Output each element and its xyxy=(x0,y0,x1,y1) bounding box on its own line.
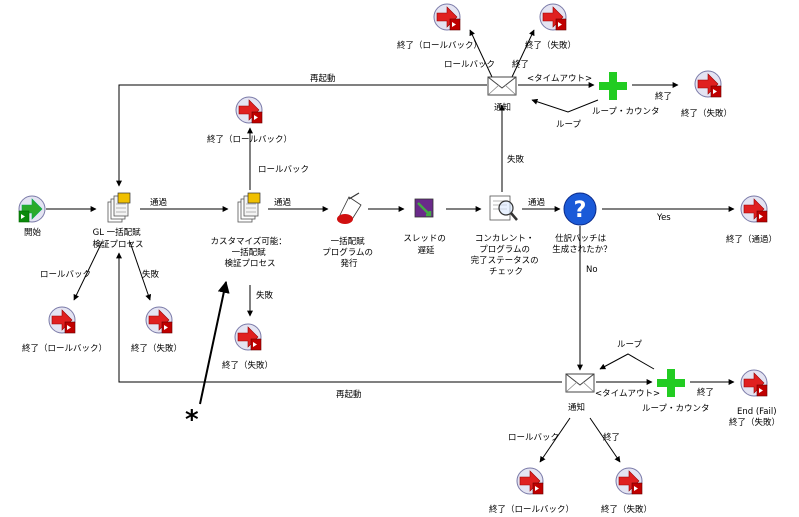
decision-node[interactable]: ? xyxy=(563,192,597,226)
end-bottom-right-node[interactable] xyxy=(740,369,768,397)
end-custom-rollback-label: 終了（ロールバック） xyxy=(207,134,292,145)
end-custom-fail-node[interactable] xyxy=(234,323,262,351)
end-top-rollback-node[interactable] xyxy=(433,3,461,31)
check-status-node[interactable] xyxy=(489,195,518,221)
notify-bottom-node[interactable] xyxy=(565,373,595,393)
end-top-fail-label: 終了（失敗） xyxy=(525,40,576,51)
end-bottom-fail-node[interactable] xyxy=(615,467,643,495)
edge-label-timeout-bottom: <タイムアウト> xyxy=(595,389,660,399)
end-left-rollback-node[interactable] xyxy=(48,306,76,334)
end-pass-node[interactable] xyxy=(740,195,768,223)
edge-label-loop-top: ループ xyxy=(556,120,581,130)
end-top-right-fail-node[interactable] xyxy=(694,70,722,98)
end-bottom-rollback-node[interactable] xyxy=(516,467,544,495)
notify-bottom-label: 通知 xyxy=(568,402,585,413)
end-bottom-fail-label: 終了（失敗） xyxy=(601,504,652,515)
edge-label-rollback-left: ロールバック xyxy=(40,270,91,280)
edge-label-pass-2: 通過 xyxy=(274,197,292,208)
edge-label-timeout-top: <タイムアウト> xyxy=(527,74,592,84)
edge-label-end-bottom: 終了 xyxy=(603,432,620,443)
end-bottom-rollback-label: 終了（ロールバック） xyxy=(489,504,574,515)
edge-label-fail-check: 失敗 xyxy=(507,154,525,165)
edge-label-rollback-top: ロールバック xyxy=(444,60,495,70)
decision-label: 仕訳バッチは 生成されたか？ xyxy=(552,233,612,255)
edge-label-rollback-bottom: ロールバック xyxy=(508,433,559,443)
edge-label-pass-3: 通過 xyxy=(528,197,546,208)
loop-counter-bottom-label: ループ・カウンタ xyxy=(642,404,710,414)
end-left-fail-label: 終了（失敗） xyxy=(131,343,182,354)
end-pass-label: 終了（通過） xyxy=(726,234,777,245)
edge-label-end-top-right: 終了 xyxy=(655,91,672,102)
wait-node[interactable] xyxy=(414,198,434,218)
loop-counter-bottom-node[interactable] xyxy=(657,369,685,397)
loop-counter-top-label: ループ・カウンタ xyxy=(592,107,660,117)
edge-label-no: No xyxy=(586,265,598,275)
submit-program-label: 一括配賦 プログラムの 発行 xyxy=(322,236,375,269)
edge-label-restart-top: 再起動 xyxy=(310,73,336,84)
edge-label-pass-1: 通過 xyxy=(150,197,168,208)
edge-label-yes: Yes xyxy=(656,213,671,223)
notify-top-label: 通知 xyxy=(494,102,511,113)
end-custom-rollback-node[interactable] xyxy=(235,96,263,124)
edge-label-fail-custom: 失敗 xyxy=(256,290,274,301)
check-status-label: コンカレント・ プログラムの 完了ステータスの チェック xyxy=(471,234,542,277)
asterisk-marker: * xyxy=(185,405,199,435)
end-bottom-right-en-label: End (Fail) xyxy=(737,407,777,417)
end-top-fail-node[interactable] xyxy=(539,3,567,31)
custom-process-node[interactable] xyxy=(237,192,261,223)
notify-top-node[interactable] xyxy=(487,76,517,96)
end-top-rollback-label: 終了（ロールバック） xyxy=(397,40,482,51)
edge-label-restart-bottom: 再起動 xyxy=(336,389,362,400)
submit-program-node[interactable] xyxy=(337,192,362,224)
connectors xyxy=(46,29,735,463)
end-custom-fail-label: 終了（失敗） xyxy=(222,360,273,371)
custom-process-label: カスタマイズ可能： 一括配賦 検証プロセス xyxy=(211,236,290,269)
edge-label-rollback-custom: ロールバック xyxy=(258,165,309,175)
start-node[interactable] xyxy=(18,195,46,223)
loop-counter-top-node[interactable] xyxy=(599,72,627,100)
end-left-rollback-label: 終了（ロールバック） xyxy=(22,343,107,354)
end-bottom-right-label: 終了（失敗） xyxy=(729,417,780,428)
question-mark-icon: ? xyxy=(574,198,587,223)
validation-process-node[interactable] xyxy=(107,192,131,223)
edge-label-end-top: 終了 xyxy=(512,59,529,70)
wait-label: スレッドの 遅延 xyxy=(403,234,448,256)
edge-label-loop-bottom: ループ xyxy=(617,340,642,350)
start-label: 開始 xyxy=(24,227,42,238)
end-top-right-fail-label: 終了（失敗） xyxy=(681,108,732,119)
validation-process-label: GL 一括配賦 検証プロセス xyxy=(92,227,143,250)
edge-label-end-bottom-right: 終了 xyxy=(697,387,714,398)
edge-label-fail-left: 失敗 xyxy=(142,269,160,280)
end-left-fail-node[interactable] xyxy=(145,306,173,334)
